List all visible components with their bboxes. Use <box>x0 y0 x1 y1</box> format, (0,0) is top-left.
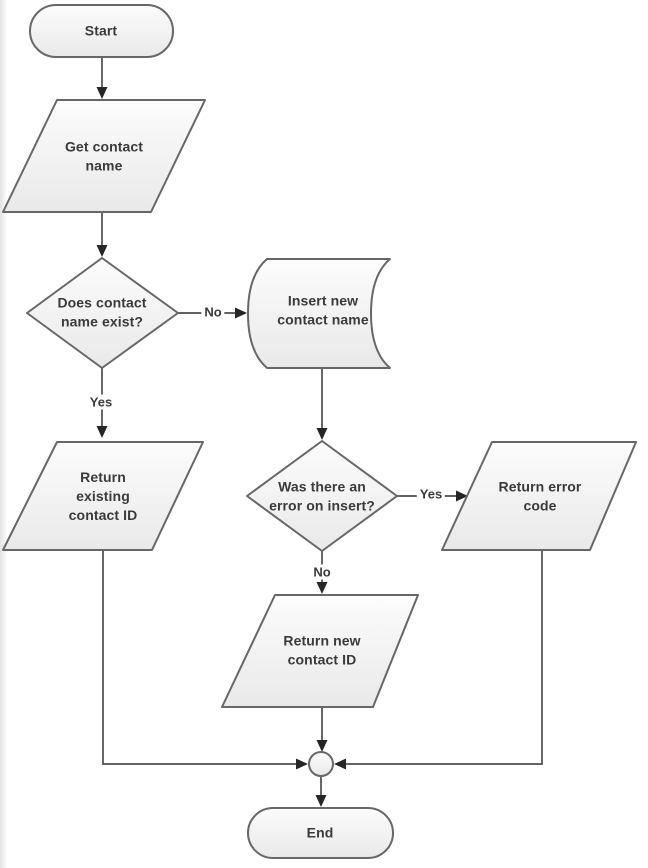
was-there-error-label: Was there an error on insert? <box>269 478 375 513</box>
arrowhead-left-icon <box>334 758 346 770</box>
does-contact-exist-label: Does contact name exist? <box>57 294 147 329</box>
return-error-parallelogram-shape <box>441 441 637 551</box>
return-new-label: Return new contact ID <box>283 632 361 667</box>
start-terminator-shape <box>29 4 174 58</box>
arrowhead-down-icon <box>316 740 328 752</box>
was-there-error-decision-shape <box>246 440 398 552</box>
end-label: End <box>306 824 334 841</box>
start-label: Start <box>84 22 118 39</box>
arrowhead-down-icon <box>316 582 328 594</box>
arrowhead-right-icon <box>456 490 468 502</box>
return-new-parallelogram-shape <box>221 594 419 708</box>
arrowhead-down-icon <box>316 428 328 440</box>
edge-label-yes-error: Yes <box>416 486 446 502</box>
edge-label-no-error: No <box>310 564 334 580</box>
connector-return-existing-to-junction <box>102 550 296 765</box>
arrowhead-down-icon <box>96 87 108 99</box>
return-existing-parallelogram-shape <box>2 441 204 551</box>
get-contact-name-parallelogram-shape <box>2 99 206 213</box>
arrowhead-right-icon <box>235 307 247 319</box>
insert-new-contact-label: Insert new contact name <box>277 292 369 327</box>
arrowhead-down-icon <box>96 426 108 438</box>
return-error-label: Return error code <box>498 478 582 513</box>
does-contact-exist-decision-shape <box>26 257 179 369</box>
connector-return-error-to-junction <box>346 550 543 765</box>
return-existing-label: Return existing contact ID <box>68 468 138 523</box>
arrowhead-down-icon <box>315 795 327 807</box>
get-contact-name-label: Get contact name <box>64 138 144 173</box>
edge-label-yes-exist: Yes <box>86 394 116 410</box>
end-terminator-shape <box>247 807 394 859</box>
arrowhead-down-icon <box>96 245 108 257</box>
edge-label-no-exist: No <box>201 304 225 320</box>
junction-circle-shape <box>308 751 334 777</box>
insert-new-contact-stored-data-shape <box>247 258 391 369</box>
arrowhead-right-icon <box>296 758 308 770</box>
